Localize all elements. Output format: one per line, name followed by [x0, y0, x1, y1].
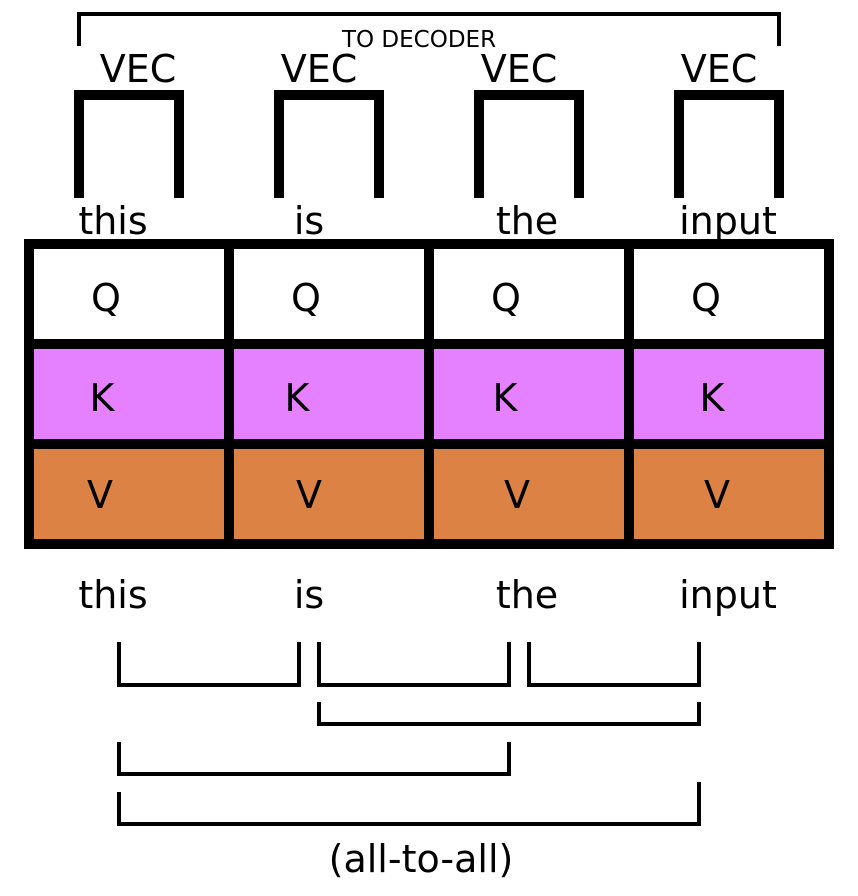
vec-labels: VEC VEC VEC VEC: [100, 47, 758, 91]
lower-token-input: input: [679, 573, 777, 617]
bracket-is-input: [317, 702, 701, 726]
upper-token-is: is: [294, 199, 324, 243]
connection-brackets: [117, 642, 701, 826]
q-label-1: Q: [91, 276, 121, 320]
q-label-3: Q: [491, 276, 521, 320]
v-label-1: V: [87, 473, 113, 517]
k-label-1: K: [90, 376, 116, 420]
bracket-the-input: [527, 642, 701, 687]
bracket-this-the: [117, 742, 511, 776]
vec-connectors: [74, 90, 784, 198]
upper-token-input: input: [679, 199, 777, 243]
upper-token-this: this: [78, 199, 147, 243]
to-decoder-label: TO DECODER: [341, 27, 496, 53]
bracket-is-the: [317, 642, 511, 687]
vec-label-2: VEC: [281, 47, 358, 91]
q-label-2: Q: [291, 276, 321, 320]
k-label-2: K: [285, 376, 311, 420]
v-label-4: V: [704, 473, 730, 517]
v-label-3: V: [504, 473, 530, 517]
vec-label-1: VEC: [100, 47, 177, 91]
v-label-2: V: [296, 473, 322, 517]
lower-token-this: this: [78, 573, 147, 617]
upper-token-labels: this is the input: [78, 199, 777, 243]
vec-connector-2: [274, 90, 384, 198]
k-row-labels: K K K K: [90, 376, 726, 420]
vec-connector-3: [474, 90, 584, 198]
k-label-3: K: [493, 376, 519, 420]
vec-label-3: VEC: [481, 47, 558, 91]
qkv-grid: Q Q Q Q K K K K V V V V: [24, 239, 834, 549]
lower-token-is: is: [294, 573, 324, 617]
all-to-all-caption: (all-to-all): [329, 837, 514, 881]
grid-lines: [24, 239, 834, 549]
lower-token-the: the: [496, 573, 558, 617]
to-decoder-bracket: TO DECODER: [77, 12, 781, 53]
bracket-this-input: [117, 782, 701, 826]
upper-token-the: the: [496, 199, 558, 243]
v-row-labels: V V V V: [87, 473, 730, 517]
vec-connector-1: [74, 90, 184, 198]
vec-label-4: VEC: [681, 47, 758, 91]
q-row-labels: Q Q Q Q: [91, 276, 721, 320]
bracket-this-is: [117, 642, 301, 687]
k-label-4: K: [700, 376, 726, 420]
lower-token-labels: this is the input: [78, 573, 777, 617]
vec-connector-4: [674, 90, 784, 198]
q-label-4: Q: [691, 276, 721, 320]
